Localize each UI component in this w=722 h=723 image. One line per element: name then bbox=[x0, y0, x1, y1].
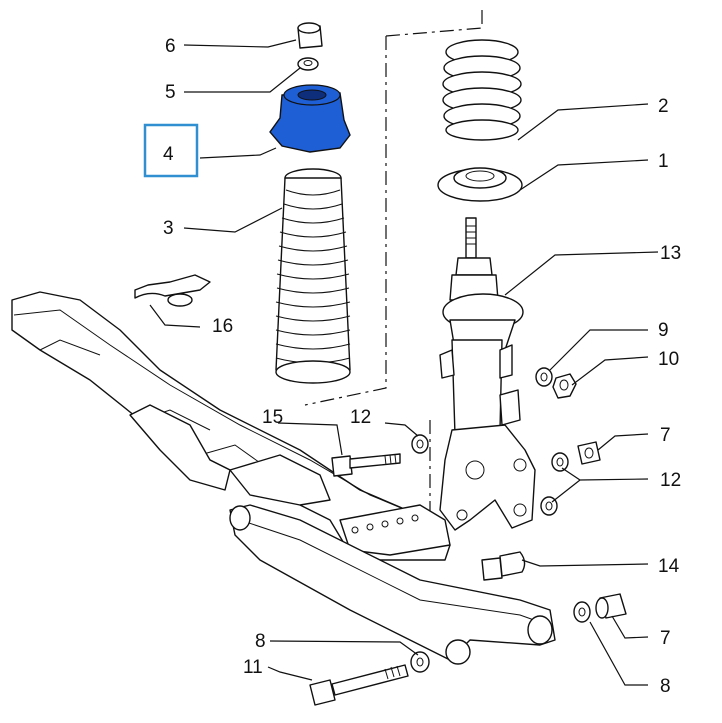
washer-8-left bbox=[410, 651, 430, 673]
washer-9 bbox=[535, 367, 553, 387]
callout-7-upper: 7 bbox=[660, 425, 671, 446]
callout-14: 14 bbox=[658, 556, 680, 577]
nut-10 bbox=[552, 373, 577, 399]
highlighted-top-mount bbox=[269, 84, 351, 153]
bolt-11 bbox=[309, 664, 409, 706]
callout-5: 5 bbox=[165, 82, 176, 103]
nut-7-lower bbox=[595, 593, 627, 619]
callout-3: 3 bbox=[163, 218, 174, 239]
top-nut bbox=[297, 22, 323, 49]
callout-13: 13 bbox=[660, 243, 681, 264]
leader-lines bbox=[149, 39, 659, 686]
section-boundary bbox=[304, 10, 483, 520]
callout-11: 11 bbox=[243, 657, 263, 678]
nut-7-upper bbox=[577, 441, 601, 465]
callout-12-left: 12 bbox=[350, 407, 371, 428]
callout-2: 2 bbox=[658, 96, 669, 117]
callout-8-right: 8 bbox=[660, 676, 671, 697]
callout-7-lower: 7 bbox=[660, 628, 671, 649]
callout-8-left: 8 bbox=[255, 631, 266, 652]
washer-8-right bbox=[573, 601, 591, 623]
callout-12-right: 12 bbox=[660, 470, 681, 491]
spring-seat bbox=[437, 167, 523, 202]
callout-16: 16 bbox=[212, 316, 233, 337]
top-washer bbox=[297, 57, 319, 71]
subframe-crossmember bbox=[11, 291, 556, 665]
retaining-clip bbox=[134, 274, 211, 307]
strut-assembly bbox=[439, 217, 536, 531]
highlight-box bbox=[143, 123, 199, 178]
bellows-boot bbox=[275, 168, 351, 384]
washers-12-right bbox=[540, 452, 569, 516]
washer-12-left bbox=[411, 434, 429, 454]
coil-spring bbox=[442, 39, 522, 141]
callout-1: 1 bbox=[658, 151, 669, 172]
callout-15: 15 bbox=[262, 407, 283, 428]
callout-6: 6 bbox=[165, 36, 176, 57]
bolt-14 bbox=[481, 551, 526, 581]
callout-4: 4 bbox=[163, 144, 174, 165]
bolt-15 bbox=[331, 453, 401, 477]
callout-9: 9 bbox=[658, 320, 669, 341]
callout-10: 10 bbox=[658, 349, 679, 370]
callout-labels: 6 5 4 3 2 1 13 16 9 10 15 12 7 12 14 8 7… bbox=[163, 36, 681, 697]
